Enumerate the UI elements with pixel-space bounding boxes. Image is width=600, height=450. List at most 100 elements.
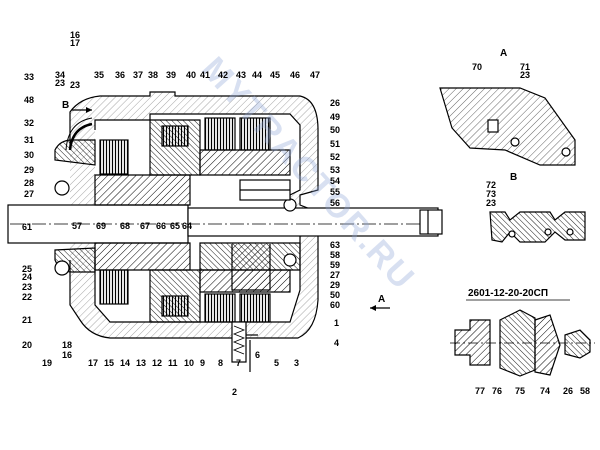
callout-main-10: 10: [184, 358, 194, 368]
callout-main-42: 42: [218, 70, 228, 80]
gearbox-section: [7, 91, 443, 372]
callout-main-52: 52: [330, 152, 340, 162]
callout-main-23: 23: [70, 80, 80, 90]
callout-main-30: 30: [24, 150, 34, 160]
callout-main-34: 34: [55, 70, 65, 80]
callout-main-7: 7: [236, 358, 241, 368]
callout-main-1: 1: [334, 318, 339, 328]
callout-main-12: 12: [152, 358, 162, 368]
callout-main-25: 25: [22, 264, 32, 274]
callout-view_b-72: 72: [486, 180, 496, 190]
callout-main-35: 35: [94, 70, 104, 80]
callout-view_a-70: 70: [472, 62, 482, 72]
callout-main-23: 23: [55, 78, 65, 88]
callout-main-8: 8: [218, 358, 223, 368]
callout-main-57: 57: [72, 221, 82, 231]
callout-main-3: 3: [294, 358, 299, 368]
section-a-marker: A: [378, 294, 385, 305]
callout-main-11: 11: [168, 358, 178, 368]
callout-view_a-71: 71: [520, 62, 530, 72]
callout-view_b-23: 23: [486, 198, 496, 208]
callout-main-31: 31: [24, 135, 34, 145]
view-a-detail: [439, 87, 576, 166]
callout-main-67: 67: [140, 221, 150, 231]
callout-main-46: 46: [290, 70, 300, 80]
callout-detail-76: 76: [492, 386, 502, 396]
callout-main-50: 50: [330, 125, 340, 135]
callout-main-29: 29: [330, 280, 340, 290]
callout-main-19: 19: [42, 358, 52, 368]
callout-main-17: 17: [70, 38, 80, 48]
callout-main-41: 41: [200, 70, 210, 80]
callout-main-50: 50: [330, 290, 340, 300]
callout-main-13: 13: [136, 358, 146, 368]
callout-main-9: 9: [200, 358, 205, 368]
callout-detail-74: 74: [540, 386, 550, 396]
callout-main-59: 59: [330, 260, 340, 270]
callout-main-61: 61: [22, 222, 32, 232]
callout-main-53: 53: [330, 165, 340, 175]
callout-main-45: 45: [270, 70, 280, 80]
view-b-detail: [489, 211, 586, 243]
callout-main-65: 65: [170, 221, 180, 231]
callout-main-38: 38: [148, 70, 158, 80]
callout-main-27: 27: [24, 189, 34, 199]
callout-main-17: 17: [88, 358, 98, 368]
view-a-title: A: [500, 48, 507, 59]
callout-main-23: 23: [22, 282, 32, 292]
callout-main-44: 44: [252, 70, 262, 80]
callout-main-21: 21: [22, 315, 32, 325]
callout-detail-75: 75: [515, 386, 525, 396]
callout-main-51: 51: [330, 139, 340, 149]
callout-main-40: 40: [186, 70, 196, 80]
callout-main-28: 28: [24, 178, 34, 188]
callout-main-58: 58: [330, 250, 340, 260]
callout-main-64: 64: [182, 221, 192, 231]
callout-main-36: 36: [115, 70, 125, 80]
callout-main-60: 60: [330, 300, 340, 310]
callout-detail-26: 26: [563, 386, 573, 396]
callout-main-27: 27: [330, 270, 340, 280]
callout-main-16: 16: [62, 350, 72, 360]
callout-main-49: 49: [330, 112, 340, 122]
callout-main-26: 26: [330, 98, 340, 108]
callout-main-15: 15: [104, 358, 114, 368]
section-b-marker: B: [62, 100, 69, 111]
callout-main-6: 6: [255, 350, 260, 360]
callout-main-24: 24: [22, 272, 32, 282]
callout-main-32: 32: [24, 118, 34, 128]
callout-main-47: 47: [310, 70, 320, 80]
callout-main-22: 22: [22, 292, 32, 302]
callout-main-18: 18: [62, 340, 72, 350]
callout-main-48: 48: [24, 95, 34, 105]
callout-main-29: 29: [24, 165, 34, 175]
callout-main-4: 4: [334, 338, 339, 348]
detail-parts: [450, 309, 595, 377]
callout-main-69: 69: [96, 221, 106, 231]
callout-main-20: 20: [22, 340, 32, 350]
callout-detail-58: 58: [580, 386, 590, 396]
drawing-code: 2601-12-20-20СП: [468, 288, 548, 299]
callout-main-56: 56: [330, 198, 340, 208]
callout-main-2: 2: [232, 387, 237, 397]
callout-main-37: 37: [133, 70, 143, 80]
callout-main-63: 63: [330, 240, 340, 250]
callout-main-43: 43: [236, 70, 246, 80]
callout-main-5: 5: [274, 358, 279, 368]
callout-main-66: 66: [156, 221, 166, 231]
callout-view_a-23: 23: [520, 70, 530, 80]
view-b-title: B: [510, 172, 517, 183]
section-markers: B A: [62, 100, 390, 311]
callout-detail-77: 77: [475, 386, 485, 396]
callout-main-55: 55: [330, 187, 340, 197]
callout-main-16: 16: [70, 30, 80, 40]
callout-main-54: 54: [330, 176, 340, 186]
callout-view_b-73: 73: [486, 189, 496, 199]
callout-main-39: 39: [166, 70, 176, 80]
callout-main-33: 33: [24, 72, 34, 82]
callout-main-14: 14: [120, 358, 130, 368]
callout-main-68: 68: [120, 221, 130, 231]
